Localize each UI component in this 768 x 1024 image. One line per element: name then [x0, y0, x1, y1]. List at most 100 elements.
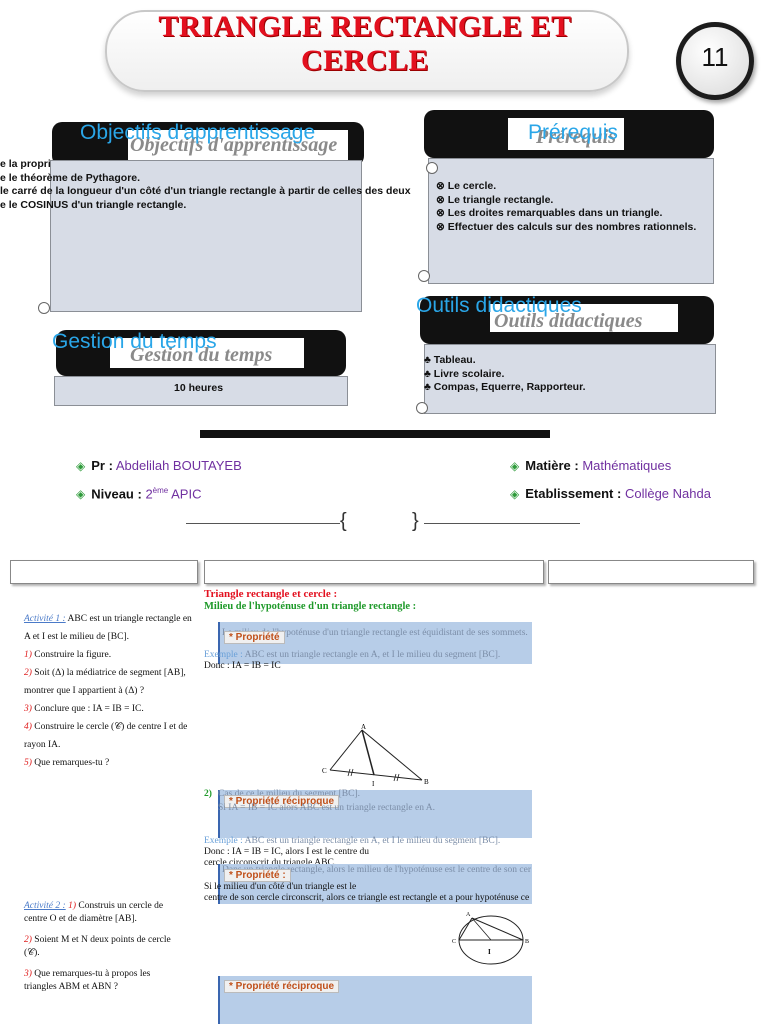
objectifs-scroll-body — [50, 160, 362, 312]
objectifs-ghost-heading: Objectifs d'apprentissage — [130, 134, 338, 156]
example-1-label: Exemple : — [204, 650, 243, 660]
objectifs-list: e la propri e le théorème de Pythagore. … — [0, 158, 411, 212]
outils-heading: Outils didactiques — [416, 294, 582, 317]
prerequis-label-box — [508, 118, 624, 150]
activity-1-q1-num: 1) — [24, 650, 32, 660]
separator-brace-open: { — [340, 510, 347, 532]
example-2: Exemple : ABC est un triangle rectangle … — [204, 836, 500, 846]
activity-1-q2: Soit (Δ) la médiatrice de segment [AB], … — [24, 668, 186, 696]
activity-2-q3: Que remarques-tu à propos les triangles … — [24, 969, 151, 992]
fig1-label-i: I — [372, 780, 375, 788]
outils-curl-icon — [416, 402, 428, 414]
column-header-exercises — [548, 560, 754, 584]
donc-2b: cercle circonscrit du triangle ABC. — [204, 858, 337, 868]
teacher-label: Pr : — [91, 458, 113, 473]
activity-1-title: Activité 1 : — [24, 614, 66, 624]
objectifs-line: e le COSINUS d'un triangle rectangle. — [0, 198, 187, 211]
school-value: Collège Nahda — [624, 486, 711, 501]
divider-bar — [200, 430, 550, 438]
outils-label-box — [490, 304, 678, 332]
activity-2: Activité 2 : 1) Construis un cercle de c… — [24, 900, 180, 994]
separator-brace-close: } — [412, 510, 419, 532]
level-value-num: 2 — [145, 486, 153, 502]
level-value-sup: ème — [152, 486, 169, 495]
reciprocal-2-label: * Propriété réciproque — [224, 980, 340, 993]
property-1-label: * Propriété — [224, 631, 285, 644]
activity-1: Activité 1 : ABC est un triangle rectang… — [24, 610, 194, 772]
property-3-label: * Propriété : — [224, 869, 291, 882]
fig2-label-a: A — [466, 912, 471, 918]
prerequis-curl-bottom-icon — [418, 270, 430, 282]
reciprocal-1-text: Si IA = IB = IC alors ABC est un triangl… — [218, 803, 436, 813]
school-label: Etablissement : — [525, 486, 622, 501]
fig2-label-b: B — [525, 939, 529, 945]
reciprocal-1-label: * Propriété réciproque — [224, 795, 340, 808]
diamond-icon: ◈ — [76, 487, 86, 502]
activity-1-q3: Conclure que : IA = IB = IC. — [34, 704, 144, 714]
diamond-icon: ◈ — [76, 459, 86, 473]
outils-item: ♣ Compas, Equerre, Rapporteur. — [424, 381, 586, 393]
lesson-title: Triangle rectangle et cercle : — [204, 588, 338, 600]
prerequis-ghost-heading: Prérequis — [536, 126, 616, 148]
diamond-icon: ◈ — [510, 487, 520, 501]
activity-1-q4: Construire le cercle (𝒞) de centre I et … — [24, 722, 188, 750]
level-value-rest: APIC — [168, 486, 202, 502]
donc-2a: Donc : IA = IB = IC, alors I est le cent… — [204, 847, 370, 857]
activity-1-q4-num: 4) — [24, 722, 32, 732]
level-info: ◈ Niveau : 2ème APIC — [76, 486, 201, 501]
activity-2-q2: Soient M et N deux points de cercle (𝒞). — [24, 935, 171, 958]
prerequis-item: ⊗ Le cercle. — [436, 180, 497, 192]
gestion-ghost-heading: Gestion du temps — [130, 344, 273, 366]
separator-line-left — [186, 523, 340, 524]
column-header-lesson — [204, 560, 544, 584]
outils-item: ♣ Tableau. — [424, 354, 476, 366]
fig2-label-i: I — [488, 948, 491, 956]
teacher-info: ◈ Pr : Abdelilah BOUTAYEB — [76, 458, 242, 473]
objectifs-line: e le théorème de Pythagore. — [0, 171, 141, 184]
column-header-activities — [10, 560, 198, 584]
gestion-value: 10 heures — [174, 382, 224, 394]
diamond-icon: ◈ — [510, 459, 520, 473]
fig1-label-b: B — [424, 778, 429, 786]
prerequis-item: ⊗ Les droites remarquables dans un trian… — [436, 207, 663, 219]
activity-2-q1: Construis un cercle de centre O et de di… — [24, 901, 164, 924]
separator-line-right — [424, 523, 580, 524]
outils-ghost-heading: Outils didactiques — [494, 310, 643, 332]
outils-item: ♣ Livre scolaire. — [424, 367, 505, 380]
objectifs-line: le carré de la longueur d'un côté d'un t… — [0, 185, 411, 197]
activity-1-q2-num: 2) — [24, 668, 32, 678]
example-1-text: ABC est un triangle rectangle en A, et I… — [244, 650, 501, 660]
activity-1-intro: ABC est un triangle rectangle en A et I … — [24, 614, 192, 642]
fig1-label-a: A — [361, 723, 366, 731]
title-banner — [105, 10, 629, 92]
lesson-subtitle: Milieu de l'hypoténuse d'un triangle rec… — [204, 601, 417, 612]
outils-list: ♣ Tableau. ♣ Livre scolaire. ♣ Compas, E… — [424, 354, 586, 395]
objectifs-heading: Objectifs d'apprentissage — [80, 121, 316, 144]
subject-value: Mathématiques — [582, 458, 672, 473]
triangle-figure-1: A C B I — [322, 723, 429, 788]
outils-scroll-body — [424, 344, 716, 414]
property-3-faint: Dans un triangle rectangle, alors le mil… — [222, 865, 532, 875]
lesson-num-2: 2) — [204, 789, 212, 799]
activity-1-q5: Que remarques-tu ? — [34, 758, 110, 768]
gestion-scroll-body — [54, 376, 348, 406]
circle-figure-2: A C B I — [452, 912, 529, 965]
prerequis-scroll-body — [428, 158, 714, 284]
subject-info: ◈Matière : Mathématiques — [510, 458, 671, 473]
chapter-badge: 11 — [676, 22, 754, 100]
fig1-label-c: C — [322, 767, 327, 775]
prerequis-heading: Prérequis — [528, 121, 618, 144]
level-label: Niveau : — [91, 486, 142, 502]
objectifs-curl-icon — [38, 302, 50, 314]
example-2-text: ABC est un triangle rectangle en A, et I… — [244, 836, 501, 846]
gestion-label-box — [110, 338, 304, 368]
activity-1-q1: Construire la figure. — [34, 650, 112, 660]
property-1-text: Le milieu de l'hypoténuse d'un triangle … — [222, 628, 528, 638]
si-line-2: centre de son cercle circonscrit, alors … — [204, 893, 530, 903]
example-2-label: Exemple : — [204, 836, 243, 846]
prerequis-item: ⊗ Le triangle rectangle. — [436, 193, 554, 206]
gestion-heading: Gestion du temps — [52, 330, 217, 353]
school-info: ◈ Etablissement : Collège Nahda — [510, 486, 711, 501]
teacher-value: Abdelilah BOUTAYEB — [115, 458, 242, 473]
objectifs-line: e la propri — [0, 158, 51, 170]
